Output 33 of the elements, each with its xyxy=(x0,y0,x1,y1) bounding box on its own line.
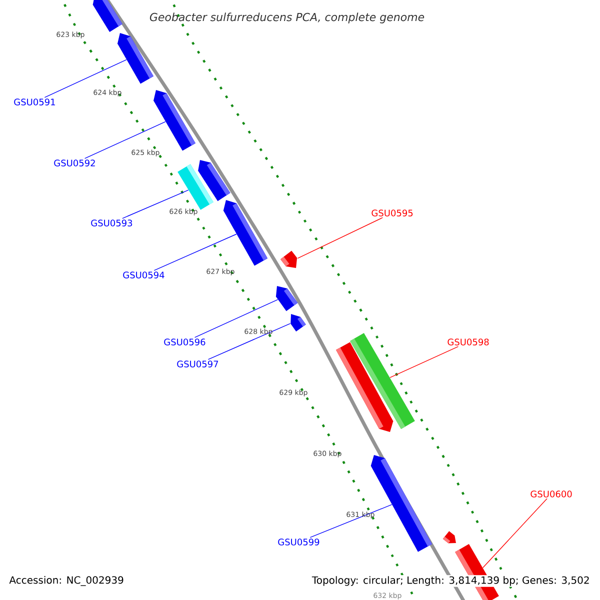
accession-text: Accession: NC_002939 xyxy=(8,575,125,587)
gene-label: GSU0600 xyxy=(530,490,572,498)
leader-line xyxy=(310,504,392,538)
gene-bar xyxy=(117,33,154,84)
gene-label: GSU0598 xyxy=(448,338,489,346)
gene-bar xyxy=(290,314,306,332)
gene-bar xyxy=(92,0,122,32)
gene-label: GSU0596 xyxy=(164,338,206,346)
gene-label: GSU0594 xyxy=(123,272,164,278)
title: Geobacter sulfurreducens PCA, complete genome xyxy=(150,12,424,24)
gene-label: GSU0597 xyxy=(177,360,218,368)
gene-label: GSU0591 xyxy=(14,98,55,106)
gene-bar xyxy=(178,164,214,210)
gene-bar xyxy=(154,90,196,151)
leader-line xyxy=(390,346,459,378)
leader-line xyxy=(122,190,189,219)
gene-bar xyxy=(280,250,298,268)
leader-line xyxy=(208,323,291,360)
gene-label: GSU0599 xyxy=(278,538,320,546)
gene-bar xyxy=(223,200,268,266)
gene-label: GSU0595 xyxy=(372,210,413,216)
leader-line xyxy=(194,299,278,338)
gene-bar xyxy=(276,286,298,312)
genome-info-text: Topology: circular; Length: 3,814,139 bp; Genes: 3,502 xyxy=(310,575,591,587)
gene-bar xyxy=(442,531,456,544)
leader-line xyxy=(44,59,127,98)
gene-bar xyxy=(336,342,394,432)
gene-label: GSU0592 xyxy=(54,160,95,166)
leader-line xyxy=(84,121,166,159)
gene-label: GSU0593 xyxy=(91,220,132,226)
leader-line xyxy=(482,498,548,568)
leader-line xyxy=(297,217,384,259)
leader-line xyxy=(154,234,237,271)
